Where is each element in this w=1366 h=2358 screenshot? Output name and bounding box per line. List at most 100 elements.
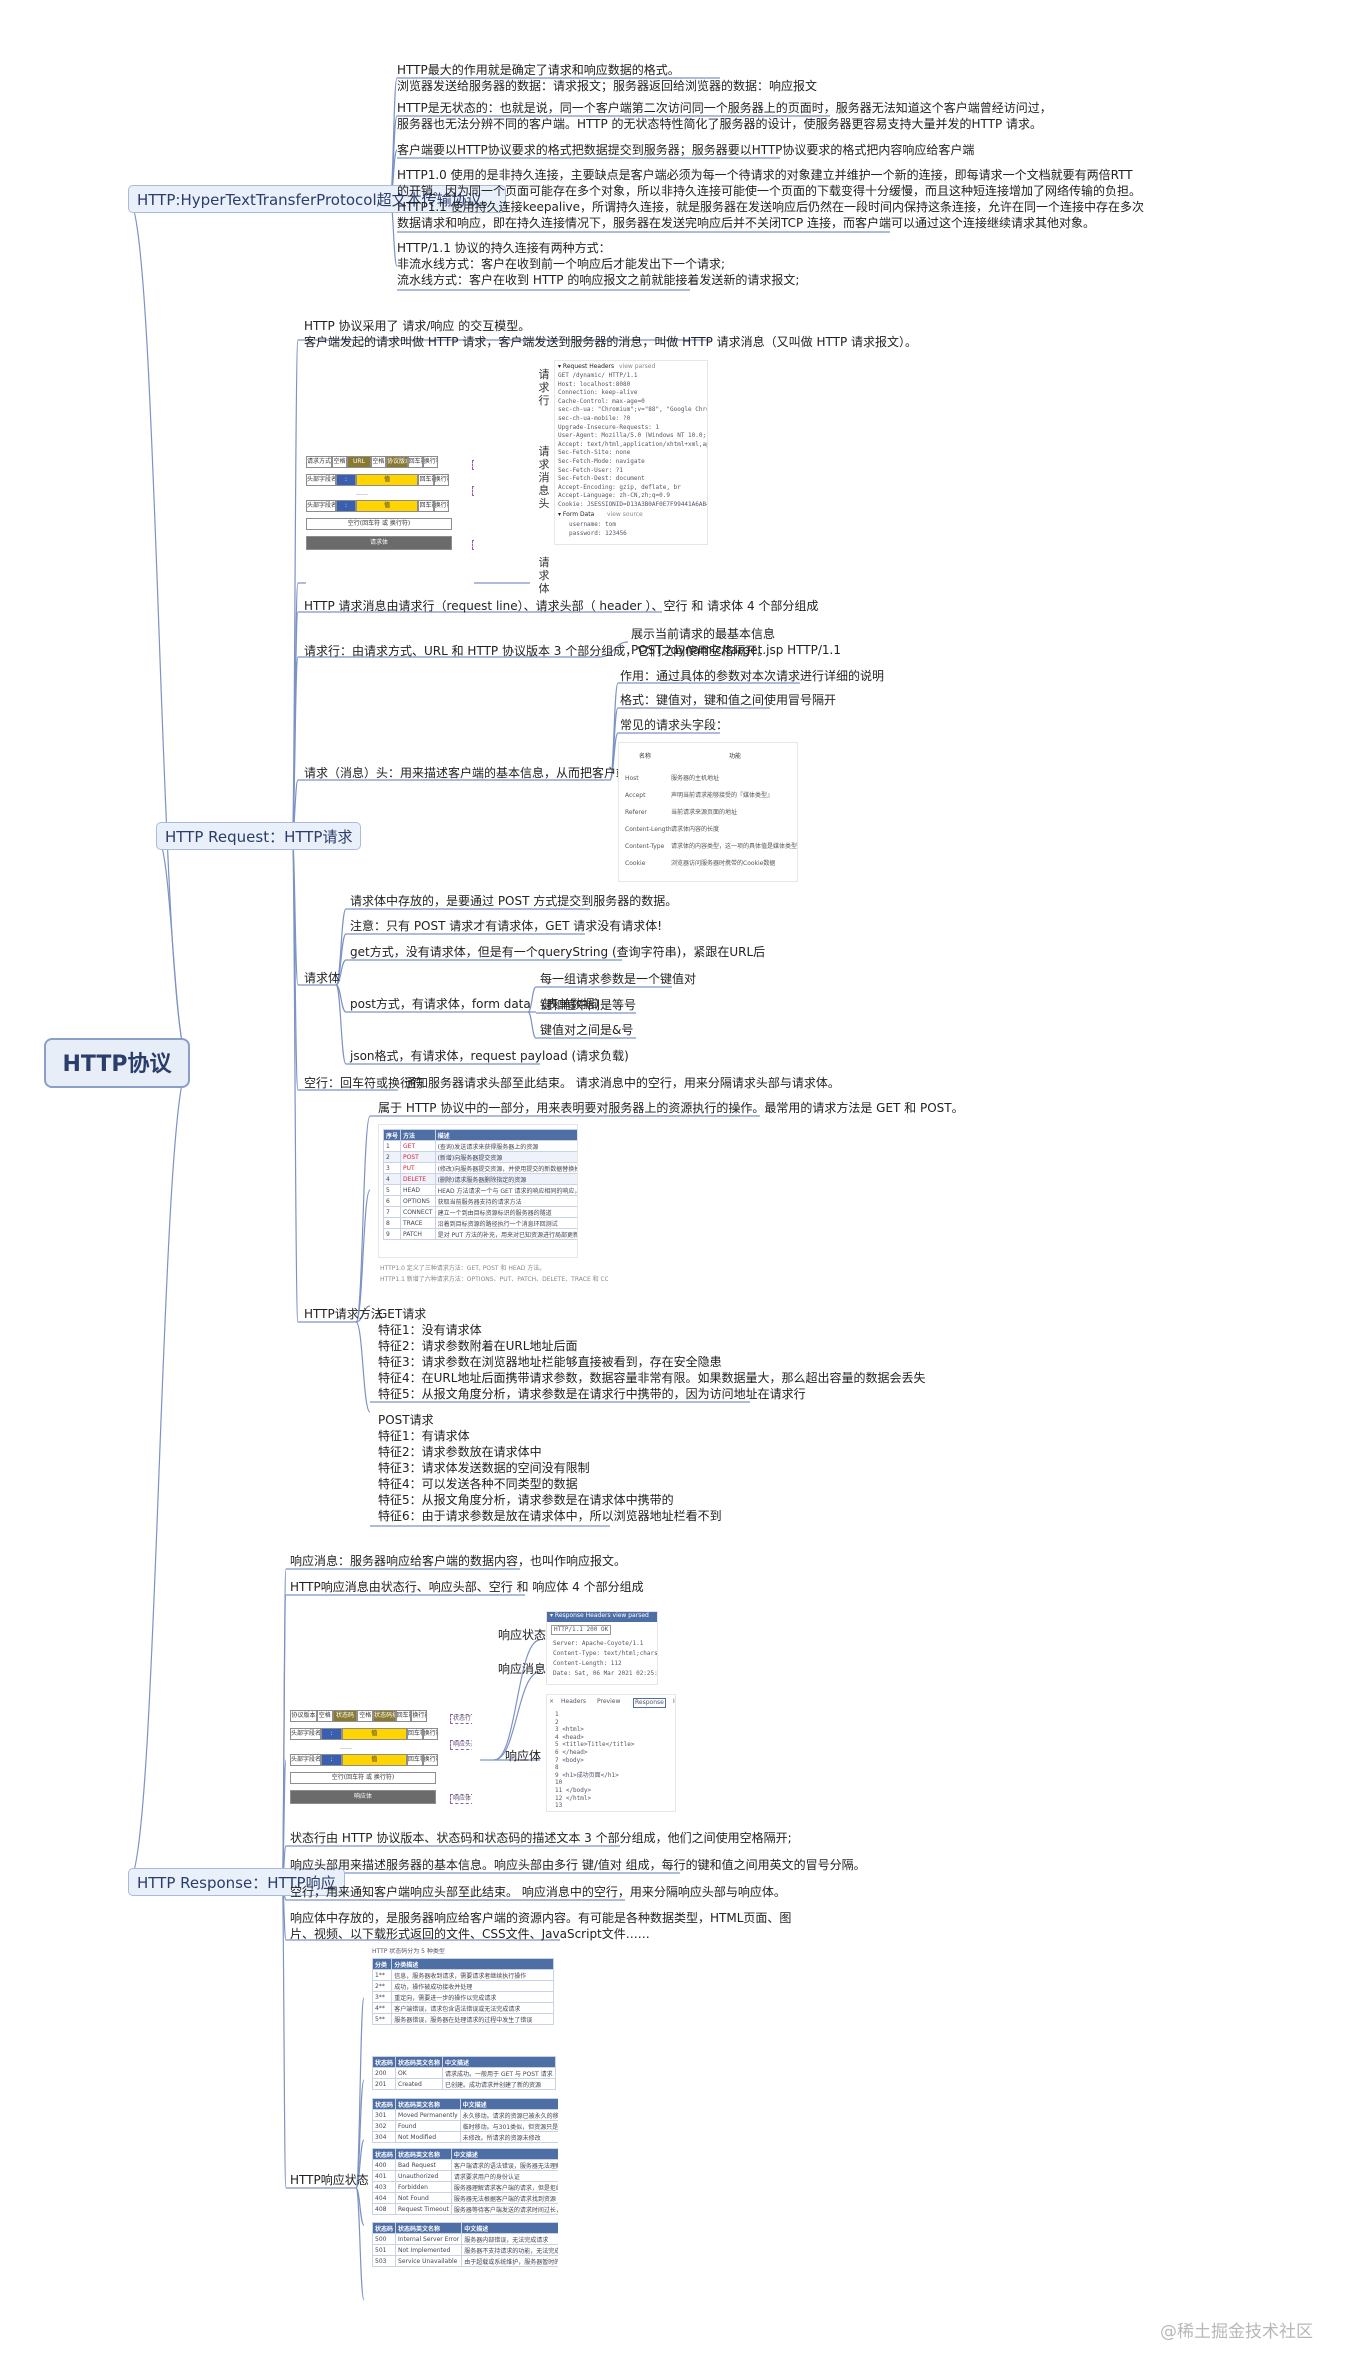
header-col: 功能: [729, 753, 742, 760]
status-cell: 408: [371, 2203, 397, 2215]
devtools-tab[interactable]: Response: [633, 1698, 666, 1708]
edge-shot-1: [493, 1639, 541, 1761]
devtools-tab[interactable]: Initiator: [673, 1698, 675, 1705]
code-line: 1: [555, 1711, 559, 1718]
branch-request[interactable]: HTTP Request：HTTP请求: [156, 822, 362, 850]
diagram-blank-row: 空行(回车符 或 换行符): [306, 518, 452, 530]
get-line-4: 特征3：请求参数在浏览器地址栏能够直接被看到，存在安全隐患: [378, 1355, 722, 1369]
diagram-cell: :: [321, 1754, 342, 1766]
branch-protocol[interactable]: HTTP:HyperTextTransferProtocol超文本传输协议。: [128, 185, 506, 213]
body-item-5: json格式，有请求体，request payload (请求负载): [350, 1049, 629, 1063]
protocol-line-4: 数据请求和响应，即在持久连接情况下，服务器在发送完响应后并不关闭TCP 连接，而…: [397, 216, 1096, 230]
edge-codes-3: [355, 2139, 365, 2189]
header-line: sec-ch-ua-mobile: ?0: [558, 415, 631, 422]
header-line: Cache-Control: max-age=0: [558, 397, 645, 405]
diagram-body-row: 响应体: [290, 1790, 436, 1804]
methods-cell: DELETE: [400, 1173, 436, 1185]
devtools-tab[interactable]: Preview: [597, 1698, 621, 1705]
status-cell: 已创建。成功请求并创建了新的资源: [442, 2078, 556, 2090]
status-header-cell: 状态码英文名称: [395, 2222, 463, 2234]
header-line: Sec-Fetch-Dest: document: [558, 475, 645, 483]
label-request-headers: 请求消息头: [538, 445, 550, 510]
methods-cell: (查询)发送请求来获得服务器上的资源: [434, 1140, 577, 1152]
header-line: User-Agent: Mozilla/5.0 (Windows NT 10.0…: [558, 432, 707, 440]
header-line: Accept-Language: zh-CN,zh;q=0.9: [558, 492, 670, 500]
label-response-body: 响应体: [505, 1749, 542, 1763]
code-line: 13: [555, 1802, 563, 1810]
get-line-5: 特征4：在URL地址后面携带请求参数，数据容量非常有限。如果数据量大，那么超出容…: [378, 1371, 926, 1385]
methods-cell: PATCH: [400, 1228, 436, 1240]
edge-request-8: [291, 835, 299, 1323]
status-cell: Found: [395, 2120, 461, 2132]
code-line: 4 <head>: [555, 1733, 584, 1741]
edge-shot-2: [493, 1671, 541, 1761]
form-item-2: 键和值中间是等号: [540, 998, 637, 1012]
get-line-1: GET请求: [378, 1307, 427, 1321]
status-cell: 400: [371, 2159, 397, 2171]
methods-cell: GET: [400, 1140, 436, 1152]
diagram-cell: 空格: [331, 456, 348, 468]
root-node[interactable]: HTTP协议: [44, 1038, 190, 1088]
protocol-line-1: HTTP/1.1 协议的持久连接有两种方式：: [397, 241, 611, 255]
diagram-cell: 回车符: [395, 1710, 412, 1722]
diagram-cell: 头部字段名: [306, 474, 337, 486]
response-header-desc: 响应头部用来描述服务器的基本信息。响应头部由多行 键/值对 组成，每行的键和值之…: [290, 1858, 866, 1872]
status-codes-label: HTTP响应状态码: [290, 2173, 381, 2187]
status-header-cell: 状态码英文名称: [395, 2148, 452, 2160]
status-cell: 4**: [371, 2002, 393, 2014]
edge-root-response: [127, 1062, 191, 1883]
protocol-line-3: HTTP1.1 使用持久连接keepalive，所谓持久连接，就是服务器在发送响…: [397, 200, 1145, 214]
status-cell: 404: [371, 2192, 397, 2204]
branch-response[interactable]: HTTP Response：HTTP响应: [128, 1868, 345, 1896]
code-line: 8: [555, 1764, 559, 1772]
diagram-cell: 值: [355, 500, 419, 512]
header-line: Sec-Fetch-Site: none: [558, 449, 631, 457]
status-header-cell: 状态码: [371, 2098, 397, 2110]
header-line: Accept-Encoding: gzip, deflate, br: [558, 483, 681, 491]
devtools-tab[interactable]: Headers: [561, 1698, 586, 1705]
edge-root-request: [155, 835, 191, 1064]
status-cell: Forbidden: [395, 2181, 452, 2193]
diagram-right-label: 请求行: [472, 460, 474, 470]
methods-note: HTTP1.1 新增了六种请求方法：OPTIONS、PUT、PATCH、DELE…: [380, 1276, 608, 1283]
status-header-cell: 中文描述: [459, 2098, 558, 2110]
protocol-line-1: HTTP1.0 使用的是非持久连接，主要缺点是客户端必须为每一个待请求的对象建立…: [397, 168, 1133, 182]
edge-meth-4: [355, 1321, 371, 1413]
methods-header-cell: 序号: [382, 1129, 402, 1141]
diagram-cell: 换行符: [422, 1754, 439, 1766]
form-item-1: 每一组请求参数是一个键值对: [540, 972, 697, 986]
devtools-tab[interactable]: ×: [549, 1698, 555, 1705]
status-cell: 5**: [371, 2013, 393, 2025]
protocol-line-3: 流水线方式：客户在收到 HTTP 的响应报文之前就能接着发送新的请求报文;: [397, 273, 800, 287]
status-cell: 304: [371, 2131, 397, 2143]
methods-cell: 1: [382, 1140, 402, 1152]
response-body-line-1: 响应体中存放的，是服务器响应给客户端的资源内容。有可能是各种数据类型，HTML页…: [290, 1911, 792, 1925]
get-request-block: GET请求特征1：没有请求体特征2：请求参数附着在URL地址后面特征3：请求参数…: [378, 1306, 925, 1402]
example-line-2: POST /dynamic/target.jsp HTTP/1.1: [631, 643, 841, 657]
diagram-cell: 头部字段名: [306, 500, 337, 512]
diagram-cell: :: [321, 1728, 342, 1740]
diagram-cell: 值: [355, 474, 419, 486]
response-blank-desc: 空行，用来通知客户端响应头部至此结束。 响应消息中的空行，用来分隔响应头部与响应…: [290, 1885, 786, 1899]
diagram-cell: 换行符: [433, 474, 449, 486]
diagram-ellipsis: ……: [340, 1744, 352, 1751]
methods-cell: PUT: [400, 1162, 436, 1174]
response-header-line: Content-Length: 112: [553, 1660, 622, 1667]
methods-cell: CONNECT: [400, 1206, 436, 1218]
body-item-2: 注意：只有 POST 请求才有请求体，GET 请求没有请求体!: [350, 919, 663, 933]
header-line: Host: localhost:8080: [558, 380, 631, 388]
diagram-cell: 头部字段名: [290, 1754, 322, 1766]
code-line: 10: [555, 1779, 563, 1787]
diagram-cell: 回车符: [406, 1754, 423, 1766]
methods-cell: 6: [382, 1195, 402, 1207]
diagram-cell: :: [336, 500, 356, 512]
form-line: password: 123456: [569, 530, 627, 537]
diagram-cell: 空格: [370, 456, 386, 468]
diagram-cell: 头部字段名: [290, 1728, 322, 1740]
